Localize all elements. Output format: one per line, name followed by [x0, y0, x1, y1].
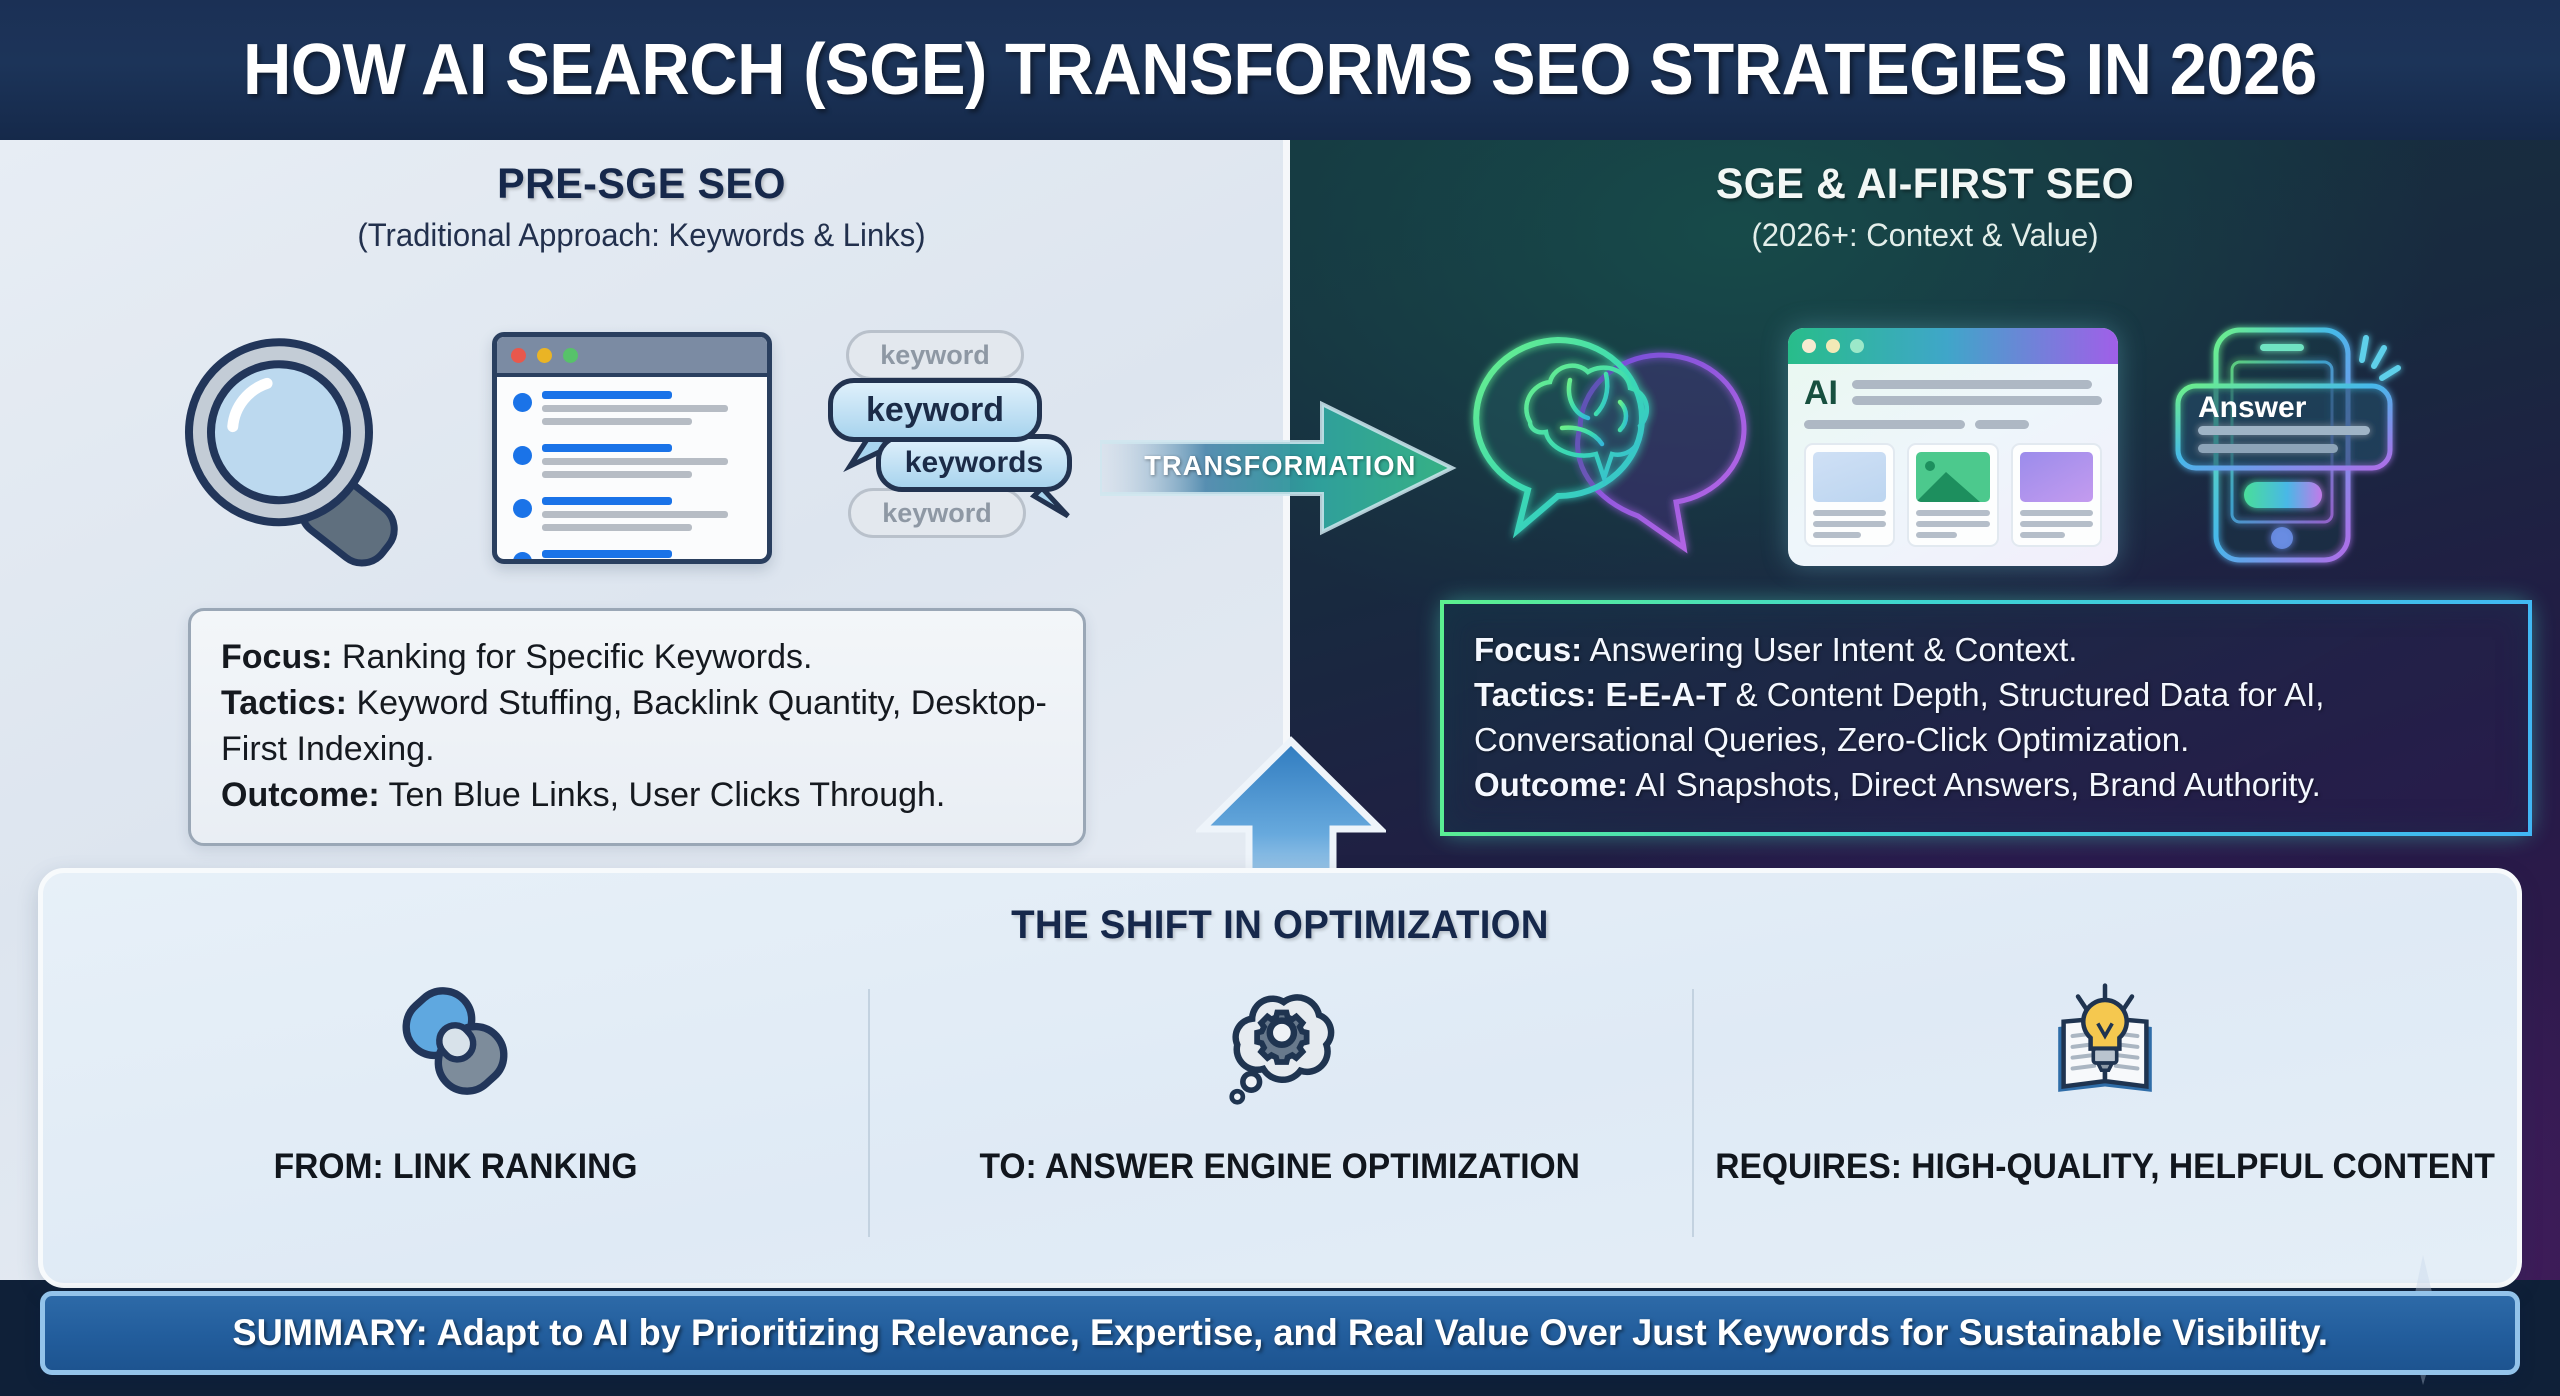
keyword-bubble-primary: keyword [828, 378, 1042, 442]
shift-columns: FROM: LINK RANKING TO: ANSWER ENGINE OPT… [43, 975, 2517, 1275]
sge-outcome-label: Outcome: [1474, 765, 1629, 803]
serp-result-row [513, 497, 751, 537]
pre-sge-focus-line: Focus: Ranking for Specific Keywords. [221, 635, 1053, 681]
serp-result-row [513, 550, 751, 559]
shift-panel-title: THE SHIFT IN OPTIMIZATION [1011, 903, 1549, 947]
pre-sge-outcome-label: Outcome: [221, 775, 380, 814]
pre-sge-subtitle: (Traditional Approach: Keywords & Links) [357, 217, 926, 253]
result-lines [542, 391, 751, 431]
window-minimize-dot [1826, 339, 1840, 353]
result-bullet-icon [513, 446, 532, 465]
ai-browser-body: AI [1788, 364, 2118, 547]
sge-tactics-value: & Content Depth, Structured Data for AI,… [1474, 675, 2325, 758]
ai-result-card [2010, 443, 2102, 547]
shift-column-from: FROM: LINK RANKING [43, 975, 868, 1275]
result-bullet-icon [513, 499, 532, 518]
result-lines [542, 550, 751, 559]
ai-result-card [1804, 443, 1896, 547]
pre-sge-tactics-line: Tactics: Keyword Stuffing, Backlink Quan… [221, 681, 1053, 773]
chain-link-icon [395, 975, 515, 1107]
pre-sge-focus-value: Ranking for Specific Keywords. [341, 638, 813, 676]
ai-browser-card: AI [1788, 328, 2118, 566]
summary-bar: SUMMARY: Adapt to AI by Prioritizing Rel… [40, 1291, 2520, 1375]
pre-sge-info-box: Focus: Ranking for Specific Keywords. Ta… [188, 608, 1086, 846]
serp-result-row [513, 391, 751, 431]
sge-outcome-value: AI Snapshots, Direct Answers, Brand Auth… [1635, 765, 2321, 803]
window-maximize-dot [1850, 339, 1864, 353]
pre-sge-tactics-label: Tactics: [221, 683, 347, 722]
shift-column-label: REQUIRES: HIGH-QUALITY, HELPFUL CONTENT [1714, 1147, 2495, 1186]
sge-panel-heading: SGE & AI-FIRST SEO (2026+: Context & Val… [1290, 160, 2560, 254]
sge-subtitle: (2026+: Context & Value) [1751, 217, 2099, 253]
sge-title: SGE & AI-FIRST SEO [1715, 160, 2135, 208]
transformation-arrow: TRANSFORMATION [1098, 388, 1460, 548]
sge-tactics-strong: E-E-A-T [1605, 675, 1727, 713]
keyword-bubble-secondary: keywords [876, 434, 1072, 492]
pre-sge-title: PRE-SGE SEO [497, 160, 786, 208]
shift-column-requires: REQUIRES: HIGH-QUALITY, HELPFUL CONTENT [1692, 975, 2517, 1275]
transformation-label: TRANSFORMATION [1144, 450, 1417, 481]
serp-results-list [497, 377, 767, 559]
result-lines [542, 444, 751, 484]
window-close-dot [511, 347, 526, 363]
pre-sge-outcome-value: Ten Blue Links, User Clicks Through. [388, 775, 946, 814]
sge-info-box: Focus: Answering User Intent & Context. … [1440, 600, 2532, 836]
phone-answer-icon: Answer [2152, 316, 2432, 576]
page-title: HOW AI SEARCH (SGE) TRANSFORMS SEO STRAT… [243, 30, 2317, 110]
sge-focus-line: Focus: Answering User Intent & Context. [1474, 628, 2498, 673]
pre-sge-panel-heading: PRE-SGE SEO (Traditional Approach: Keywo… [0, 160, 1283, 254]
sge-focus-label: Focus: [1474, 631, 1583, 668]
window-minimize-dot [537, 347, 552, 363]
pre-sge-outcome-line: Outcome: Ten Blue Links, User Clicks Thr… [221, 773, 1053, 819]
serp-browser-mockup [492, 332, 772, 564]
result-bullet-icon [513, 393, 532, 412]
sge-tactics-label: Tactics: [1474, 675, 1597, 713]
result-bullet-icon [513, 552, 532, 559]
serp-result-row [513, 444, 751, 484]
window-close-dot [1802, 339, 1816, 353]
browser-titlebar [497, 337, 767, 377]
ai-result-cards [1804, 443, 2102, 547]
keyword-bubble: keyword [846, 330, 1024, 380]
gear-thought-cloud-icon [1215, 975, 1345, 1107]
sge-outcome-line: Outcome: AI Snapshots, Direct Answers, B… [1474, 763, 2498, 808]
sge-tactics-line: Tactics: E-E-A-T & Content Depth, Struct… [1474, 673, 2498, 763]
ai-badge-label: AI [1804, 374, 1838, 412]
ai-result-card [1907, 443, 1999, 547]
panel-divider [1283, 140, 1290, 1280]
ai-brain-bubble-icon [1462, 318, 1762, 564]
pre-sge-tactics-value: Keyword Stuffing, Backlink Quantity, Des… [221, 683, 1047, 768]
magnifying-glass-icon [178, 325, 428, 580]
header-banner: HOW AI SEARCH (SGE) TRANSFORMS SEO STRAT… [0, 0, 2560, 140]
pre-sge-focus-label: Focus: [221, 638, 333, 676]
shift-panel: THE SHIFT IN OPTIMIZATION FROM: LINK RAN… [38, 868, 2522, 1288]
result-lines [542, 497, 751, 537]
book-lightbulb-icon [2042, 975, 2168, 1107]
shift-column-label: FROM: LINK RANKING [273, 1147, 638, 1186]
keyword-bubble: keyword [848, 488, 1026, 538]
sge-focus-value: Answering User Intent & Context. [1589, 631, 2078, 668]
keyword-bubble-cluster: keyword keyword keywords keyword [828, 330, 1088, 560]
summary-text: SUMMARY: Adapt to AI by Prioritizing Rel… [232, 1312, 2328, 1353]
shift-column-to: TO: ANSWER ENGINE OPTIMIZATION [867, 975, 1693, 1275]
shift-column-label: TO: ANSWER ENGINE OPTIMIZATION [979, 1147, 1581, 1186]
window-maximize-dot [563, 347, 578, 363]
ai-browser-titlebar [1788, 328, 2118, 364]
phone-answer-label: Answer [2198, 391, 2307, 424]
